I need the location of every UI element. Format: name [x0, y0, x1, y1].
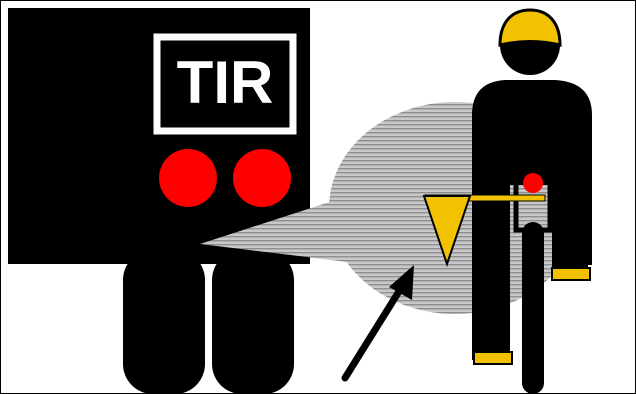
front-reflector: [523, 173, 543, 193]
tail-light-right: [233, 149, 291, 207]
left-pedal: [474, 352, 512, 364]
plate-text: TIR: [177, 49, 274, 116]
front-wheel: [522, 222, 544, 394]
right-pedal: [552, 268, 590, 280]
tail-light-left: [159, 149, 217, 207]
license-plate: TIR: [157, 37, 293, 131]
right-leg: [552, 175, 588, 270]
